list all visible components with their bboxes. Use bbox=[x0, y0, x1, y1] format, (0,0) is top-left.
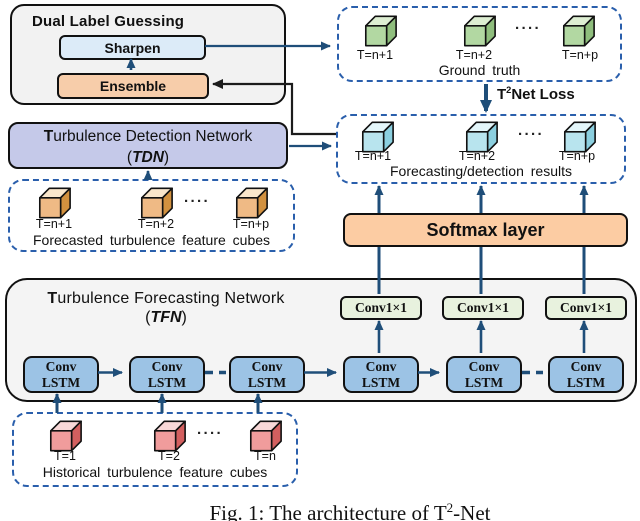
cube-timestep-label: T=2 bbox=[158, 449, 180, 463]
cube-timestep-label: T=n bbox=[254, 449, 276, 463]
ground-truth-caption: Ground truth bbox=[438, 62, 521, 78]
cube-timestep-label: T=n+p bbox=[561, 48, 599, 62]
conv1x1-block: Conv1×1 bbox=[340, 296, 422, 320]
historical-caption: Historical turbulence feature cubes bbox=[42, 464, 268, 480]
cube-icon bbox=[49, 420, 82, 452]
tdn-abbr: (TDN) bbox=[126, 148, 170, 166]
cube-timestep-label: T=n+2 bbox=[455, 48, 493, 62]
cube-icon bbox=[38, 187, 71, 219]
cube-timestep-label: T=n+p bbox=[558, 149, 596, 163]
cube-timestep-label: T=n+1 bbox=[356, 48, 394, 62]
forecasted-cubes-box: ···· T=n+1 T=n+2 T=n+p Forecasted turbul… bbox=[8, 179, 295, 252]
dual-label-guessing-title: Dual Label Guessing bbox=[32, 13, 185, 30]
cube-icon bbox=[140, 187, 173, 219]
cube-icon bbox=[361, 121, 394, 153]
forecasted-caption: Forecasted turbulence feature cubes bbox=[32, 232, 271, 248]
figure-caption: Fig. 1: The architecture of T2-Net bbox=[209, 500, 491, 521]
cube-icon bbox=[249, 420, 282, 452]
ellipsis-dots: ···· bbox=[518, 126, 544, 143]
ellipsis-dots: ···· bbox=[197, 425, 223, 442]
tdn-box: Turbulence Detection Network (TDN) bbox=[8, 122, 288, 169]
historical-cubes-box: ···· T=1 T=2 T=n Historical turbulence f… bbox=[12, 412, 298, 487]
cube-icon bbox=[465, 121, 498, 153]
sharpen-block: Sharpen bbox=[59, 35, 206, 60]
cube-timestep-label: T=n+1 bbox=[354, 149, 392, 163]
cube-icon bbox=[563, 121, 596, 153]
cube-timestep-label: T=n+2 bbox=[137, 217, 175, 231]
cube-icon bbox=[235, 187, 268, 219]
results-caption: Forecasting/detection results bbox=[390, 163, 572, 179]
ellipsis-dots: ···· bbox=[515, 20, 541, 37]
cube-icon bbox=[153, 420, 186, 452]
ensemble-block: Ensemble bbox=[57, 73, 209, 99]
tfn-abbr: (TFN) bbox=[145, 309, 187, 326]
dual-label-guessing-box: Dual Label Guessing Sharpen Ensemble bbox=[10, 4, 286, 105]
softmax-layer-box: Softmax layer bbox=[343, 213, 628, 247]
conv1x1-block: Conv1×1 bbox=[545, 296, 627, 320]
ground-truth-box: ···· T=n+1 T=n+2 T=n+p Ground truth bbox=[337, 6, 622, 82]
cube-icon bbox=[364, 15, 397, 47]
sharpen-label: Sharpen bbox=[104, 39, 161, 56]
softmax-label: Softmax layer bbox=[426, 219, 545, 240]
tfn-title: Turbulence Forecasting Network bbox=[47, 290, 285, 307]
ensemble-label: Ensemble bbox=[99, 78, 167, 94]
t2net-loss-label: T2Net Loss bbox=[497, 85, 575, 103]
cube-icon bbox=[463, 15, 496, 47]
cube-timestep-label: T=n+p bbox=[232, 217, 270, 231]
conv1x1-block: Conv1×1 bbox=[442, 296, 524, 320]
cube-timestep-label: T=1 bbox=[54, 449, 76, 463]
cube-timestep-label: T=n+1 bbox=[35, 217, 73, 231]
cube-icon bbox=[562, 15, 595, 47]
tdn-title: Turbulence Detection Network bbox=[43, 128, 253, 145]
tfn-box: Turbulence Forecasting Network (TFN) Con… bbox=[5, 278, 637, 402]
ellipsis-dots: ···· bbox=[184, 193, 210, 210]
results-box: ···· T=n+1 T=n+2 T=n+p Forecasting/detec… bbox=[336, 114, 626, 184]
cube-timestep-label: T=n+2 bbox=[458, 149, 496, 163]
